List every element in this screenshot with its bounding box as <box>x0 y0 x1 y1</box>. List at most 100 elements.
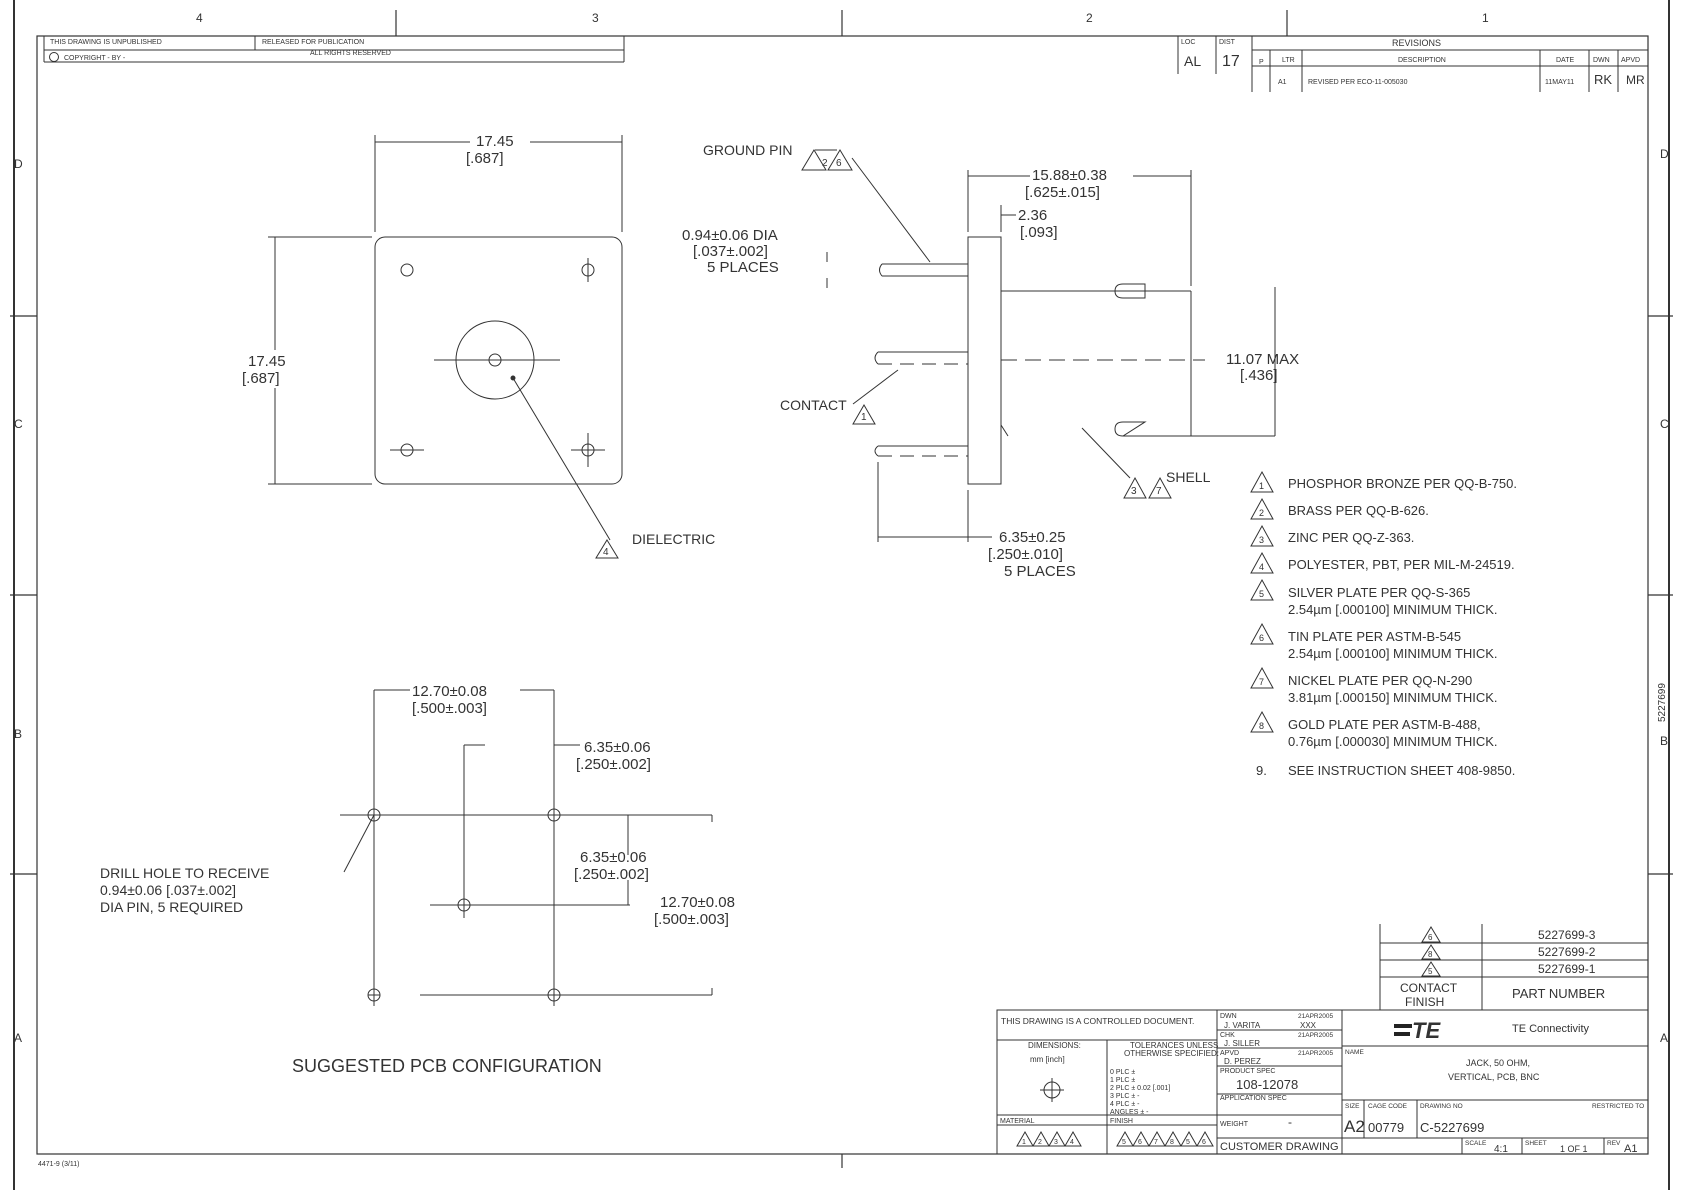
scale-label: SCALE <box>1465 1140 1487 1147</box>
note-1-flag: 1 <box>1259 481 1264 491</box>
contact-label: CONTACT <box>780 397 847 413</box>
top-height-dim: 17.45 <box>248 353 286 370</box>
rev-loc: AL <box>1184 53 1201 69</box>
tol-row-4: 4 PLC ± - <box>1110 1101 1140 1108</box>
material-flag-1: 1 <box>1022 1139 1026 1146</box>
dielectric-flag: 4 <box>603 547 609 558</box>
contact-finish-header-1: CONTACT <box>1400 981 1458 995</box>
ground-pin-label: GROUND PIN <box>703 142 792 158</box>
released-note: RELEASED FOR PUBLICATION <box>262 39 364 46</box>
note-4-flag: 4 <box>1259 562 1264 572</box>
shell-label: SHELL <box>1166 469 1211 485</box>
ground-pin-flag-1: 2 <box>822 158 828 169</box>
note-1: PHOSPHOR BRONZE PER QQ-B-750. <box>1288 476 1517 491</box>
drill-note-line-1: DRILL HOLE TO RECEIVE <box>100 865 269 881</box>
controlled-document-note: THIS DRAWING IS A CONTROLLED DOCUMENT. <box>1001 1016 1194 1026</box>
appvd-date: 21APR2005 <box>1298 1050 1333 1057</box>
zone-col-3: 3 <box>592 11 599 25</box>
finish-flag-2: 6 <box>1138 1139 1142 1146</box>
revisions-text: REVISIONS LOC AL DIST 17 P LTR DESCRIPTI… <box>1181 38 1645 87</box>
note-5-flag: 5 <box>1259 589 1264 599</box>
drill-note-line-2: 0.94±0.06 [.037±.002] <box>100 882 236 898</box>
rev-dwn-label: DWN <box>1593 57 1610 64</box>
note-3-flag: 3 <box>1259 535 1264 545</box>
rev-apvd-label: APVD <box>1621 57 1640 64</box>
restricted-label: RESTRICTED TO <box>1592 1103 1644 1110</box>
dielectric-label: DIELECTRIC <box>632 531 715 547</box>
zone-labels: 4 3 2 1 D C B A D C B A <box>14 11 1669 1045</box>
rev-dist: 17 <box>1222 53 1240 70</box>
zone-row-a-left: A <box>14 1031 22 1045</box>
finish-flag-5: 5 <box>1186 1139 1190 1146</box>
note-2: BRASS PER QQ-B-626. <box>1288 503 1429 518</box>
side-view <box>801 149 1276 542</box>
part-row-3-flag: 5 <box>1428 967 1433 976</box>
pcb-span-x-dim-inch: [.500±.003] <box>412 700 487 717</box>
title-block-text: THIS DRAWING IS A CONTROLLED DOCUMENT. D… <box>1000 1013 1644 1155</box>
customer-drawing: CUSTOMER DRAWING <box>1220 1141 1339 1153</box>
dwn-name: J. VARITA <box>1224 1021 1261 1030</box>
material-flag-2: 2 <box>1038 1139 1042 1146</box>
pin-dia-places: 5 PLACES <box>707 259 779 276</box>
pcb-span-y-dim: 12.70±0.08 <box>660 894 735 911</box>
pin-dia-dim-inch: [.037±.002] <box>693 243 768 260</box>
drill-note-line-3: DIA PIN, 5 REQUIRED <box>100 899 243 915</box>
title-line-1: JACK, 50 OHM, <box>1466 1058 1530 1068</box>
pin-length-dim-inch: [.250±.010] <box>988 546 1063 563</box>
top-width-dim: 17.45 <box>476 133 514 150</box>
finish-flag-4: 8 <box>1170 1139 1174 1146</box>
pin-length-dim: 6.35±0.25 <box>999 529 1066 546</box>
rev-apvd: MR <box>1626 73 1645 87</box>
top-height-dim-inch: [.687] <box>242 370 280 387</box>
zone-row-c-left: C <box>14 417 23 431</box>
rev-ltr-label: LTR <box>1282 57 1295 64</box>
chk-date: 21APR2005 <box>1298 1032 1333 1039</box>
rev-p-label: P <box>1259 59 1264 66</box>
revisions-block <box>1177 36 1648 92</box>
top-view <box>268 135 623 559</box>
sheet-value: 1 OF 1 <box>1560 1144 1588 1154</box>
part-row-1-number: 5227699-3 <box>1538 928 1596 942</box>
part-row-1-flag: 6 <box>1428 933 1433 942</box>
contact-finish-header-2: FINISH <box>1405 995 1444 1009</box>
tol-row-1: 1 PLC ± <box>1110 1077 1135 1084</box>
pcb-offset-x-dim-inch: [.250±.002] <box>576 756 651 773</box>
zone-row-d-left: D <box>14 157 23 171</box>
top-width-dim-inch: [.687] <box>466 150 504 167</box>
note-8-line-1: GOLD PLATE PER ASTM-B-488, <box>1288 717 1481 732</box>
dwn-ck: XXX <box>1300 1021 1317 1030</box>
form-number: 4471-9 (3/11) <box>38 1161 80 1168</box>
unpublished-note: THIS DRAWING IS UNPUBLISHED <box>50 39 162 46</box>
drawing-frame <box>10 0 1673 1190</box>
note-8-line-2: 0.76µm [.000030] MINIMUM THICK. <box>1288 734 1498 749</box>
copyright-icon <box>49 52 59 62</box>
cage-code: 00779 <box>1368 1120 1404 1135</box>
product-spec-label: PRODUCT SPEC <box>1220 1068 1276 1075</box>
finish-flag-3: 7 <box>1154 1139 1158 1146</box>
side-view-text: GROUND PIN 2 6 0.94±0.06 DIA [.037±.002]… <box>682 142 1299 580</box>
rev-label: REV <box>1607 1140 1621 1147</box>
note-4: POLYESTER, PBT, PER MIL-M-24519. <box>1288 557 1515 572</box>
tol-row-2: 2 PLC ± 0.02 [.001] <box>1110 1085 1170 1092</box>
finish-flag-6: 6 <box>1202 1139 1206 1146</box>
note-9-flag: 9. <box>1256 763 1267 778</box>
sheet-label: SHEET <box>1525 1140 1547 1147</box>
note-5-line-1: SILVER PLATE PER QQ-S-365 <box>1288 585 1470 600</box>
note-5-line-2: 2.54µm [.000100] MINIMUM THICK. <box>1288 602 1498 617</box>
appvd-name: D. PEREZ <box>1224 1057 1261 1066</box>
name-label: NAME <box>1345 1049 1364 1056</box>
part-row-2-number: 5227699-2 <box>1538 945 1596 959</box>
notes-list <box>1250 470 1274 733</box>
rev-title: REVISIONS <box>1392 38 1441 48</box>
pcb-offset-y-dim-inch: [.250±.002] <box>574 866 649 883</box>
drawing-no-label: DRAWING NO <box>1420 1103 1463 1110</box>
finish-label: FINISH <box>1110 1118 1133 1125</box>
chk-label: CHK <box>1220 1032 1235 1039</box>
rev-value: A1 <box>1624 1143 1637 1155</box>
zone-row-b-left: B <box>14 727 22 741</box>
publication-header: THIS DRAWING IS UNPUBLISHED RELEASED FOR… <box>43 36 625 63</box>
application-spec-label: APPLICATION SPEC <box>1220 1095 1287 1102</box>
size-label: SIZE <box>1345 1103 1360 1110</box>
dimensions-label: DIMENSIONS: <box>1028 1041 1081 1050</box>
shell-flag-1: 3 <box>1131 486 1137 497</box>
